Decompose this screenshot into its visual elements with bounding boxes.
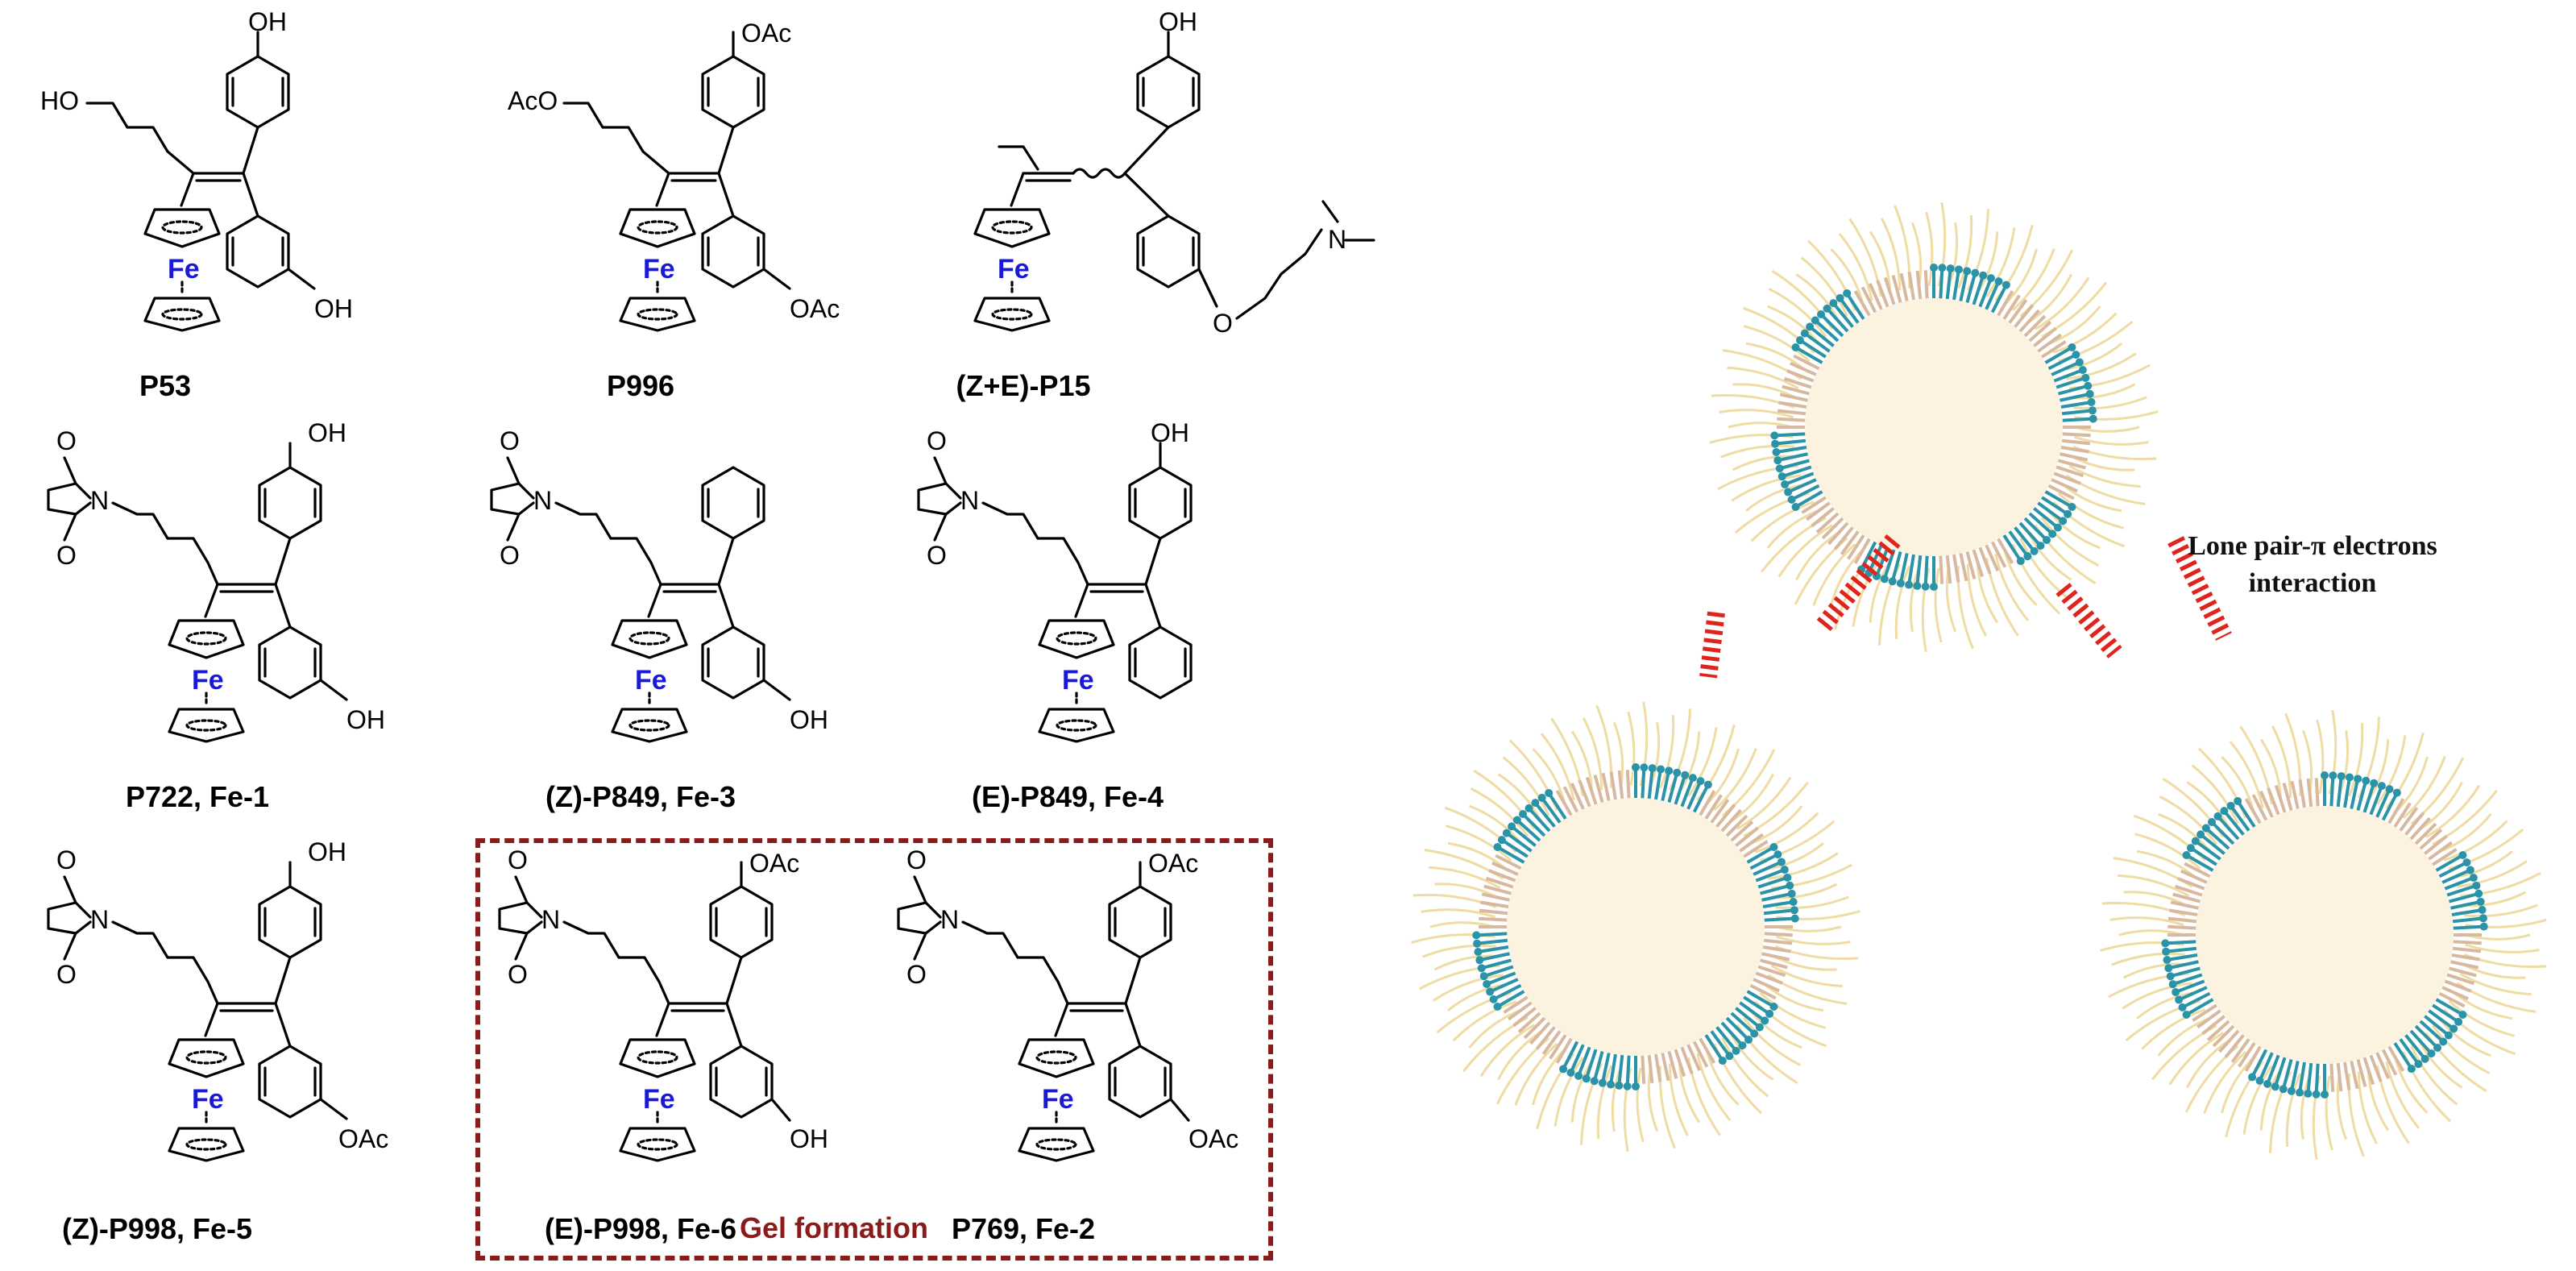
imide-o-top: O	[56, 426, 77, 455]
structure-ep998: O O N OAc OH Fe	[498, 845, 828, 1162]
substituent-top: OAc	[749, 849, 799, 878]
iron-label: Fe	[643, 1084, 675, 1115]
interaction-dash-1	[1699, 611, 1725, 679]
imide-nitrogen: N	[533, 486, 552, 515]
structure-zp849: O O N OH Fe	[490, 426, 828, 743]
lone-pair-label-line2: interaction	[2248, 568, 2377, 598]
imide-o-bottom: O	[508, 960, 528, 989]
micelle-top	[1709, 201, 2159, 653]
micelle-right	[2100, 709, 2546, 1161]
lone-pair-interaction-label: Lone pair-π electrons interaction	[2127, 528, 2498, 602]
caption-zp849: (Z)-P849, Fe-3	[545, 780, 736, 813]
micelle-assembly	[1411, 201, 2546, 1161]
imide-nitrogen: N	[90, 905, 109, 934]
substituent-top: OAc	[1148, 849, 1198, 878]
caption-p15: (Z+E)-P15	[956, 369, 1091, 402]
substituent-top: OH	[248, 7, 287, 36]
interaction-dash-3	[2167, 536, 2232, 641]
caption-p53: P53	[139, 369, 192, 402]
imide-nitrogen: N	[90, 486, 109, 515]
caption-zp998: (Z)-P998, Fe-5	[61, 1212, 253, 1245]
chain-atom-label: HO	[40, 86, 79, 115]
substituent-bottom: OH	[790, 1124, 828, 1153]
lone-pair-label-line1: Lone pair-π electrons	[2188, 531, 2437, 561]
gel-formation-frame	[475, 838, 1273, 1261]
caption-ep849: (E)-P849, Fe-4	[971, 780, 1164, 813]
substituent-bottom: OH	[346, 705, 385, 734]
gel-formation-label: Gel formation	[739, 1211, 929, 1244]
imide-o-bottom: O	[500, 541, 520, 570]
imide-o-top: O	[500, 426, 520, 455]
imide-o-bottom: O	[56, 960, 77, 989]
chain-atom-label: AcO	[508, 86, 558, 115]
iron-label: Fe	[643, 254, 675, 285]
interaction-dash-0	[1814, 534, 1901, 634]
imide-o-bottom: O	[927, 541, 947, 570]
structure-p53: HO OH OH Fe	[40, 7, 353, 332]
imide-o-top: O	[906, 845, 927, 874]
imide-o-top: O	[56, 845, 77, 874]
substituent-bottom: OAc	[338, 1124, 388, 1153]
iron-label: Fe	[635, 665, 667, 696]
substituent-bottom: OAc	[1188, 1124, 1238, 1153]
substituent-bottom: OAc	[790, 294, 840, 323]
caption-p769: P769, Fe-2	[951, 1212, 1096, 1245]
iron-label: Fe	[998, 254, 1030, 285]
structure-zp998: O O N OH OAc Fe	[47, 837, 388, 1162]
imide-o-bottom: O	[56, 541, 77, 570]
amine-nitrogen: N	[1328, 225, 1346, 254]
iron-label: Fe	[1062, 665, 1094, 696]
substituent-top: OH	[1151, 418, 1189, 447]
interaction-dash-2	[2055, 583, 2122, 658]
substituent-top: OH	[308, 837, 346, 866]
substituent-bottom: OH	[314, 294, 353, 323]
caption-p722: P722, Fe-1	[125, 780, 270, 813]
substituent-top: OH	[1159, 7, 1197, 36]
iron-label: Fe	[192, 665, 224, 696]
structure-ep849: O O N OH Fe	[917, 418, 1193, 743]
ether-oxygen: O	[1213, 309, 1233, 338]
imide-o-top: O	[508, 845, 528, 874]
imide-o-top: O	[927, 426, 947, 455]
micelle-left	[1411, 701, 1860, 1153]
structure-p722: O O N OH OH Fe	[47, 418, 385, 743]
structure-p996: AcO OAc OAc Fe	[508, 19, 840, 332]
substituent-top: OAc	[741, 19, 791, 48]
caption-p996: P996	[606, 369, 675, 402]
substituent-top: OH	[308, 418, 346, 447]
iron-label: Fe	[1042, 1084, 1074, 1115]
structure-p15: OH O N Fe	[973, 7, 1375, 338]
imide-nitrogen: N	[940, 905, 959, 934]
caption-ep998: (E)-P998, Fe-6	[544, 1212, 737, 1245]
iron-label: Fe	[168, 254, 200, 285]
iron-label: Fe	[192, 1084, 224, 1115]
structure-p769: O O N OAc OAc Fe	[897, 845, 1238, 1162]
imide-o-bottom: O	[906, 960, 927, 989]
imide-nitrogen: N	[541, 905, 560, 934]
substituent-bottom: OH	[790, 705, 828, 734]
imide-nitrogen: N	[960, 486, 979, 515]
